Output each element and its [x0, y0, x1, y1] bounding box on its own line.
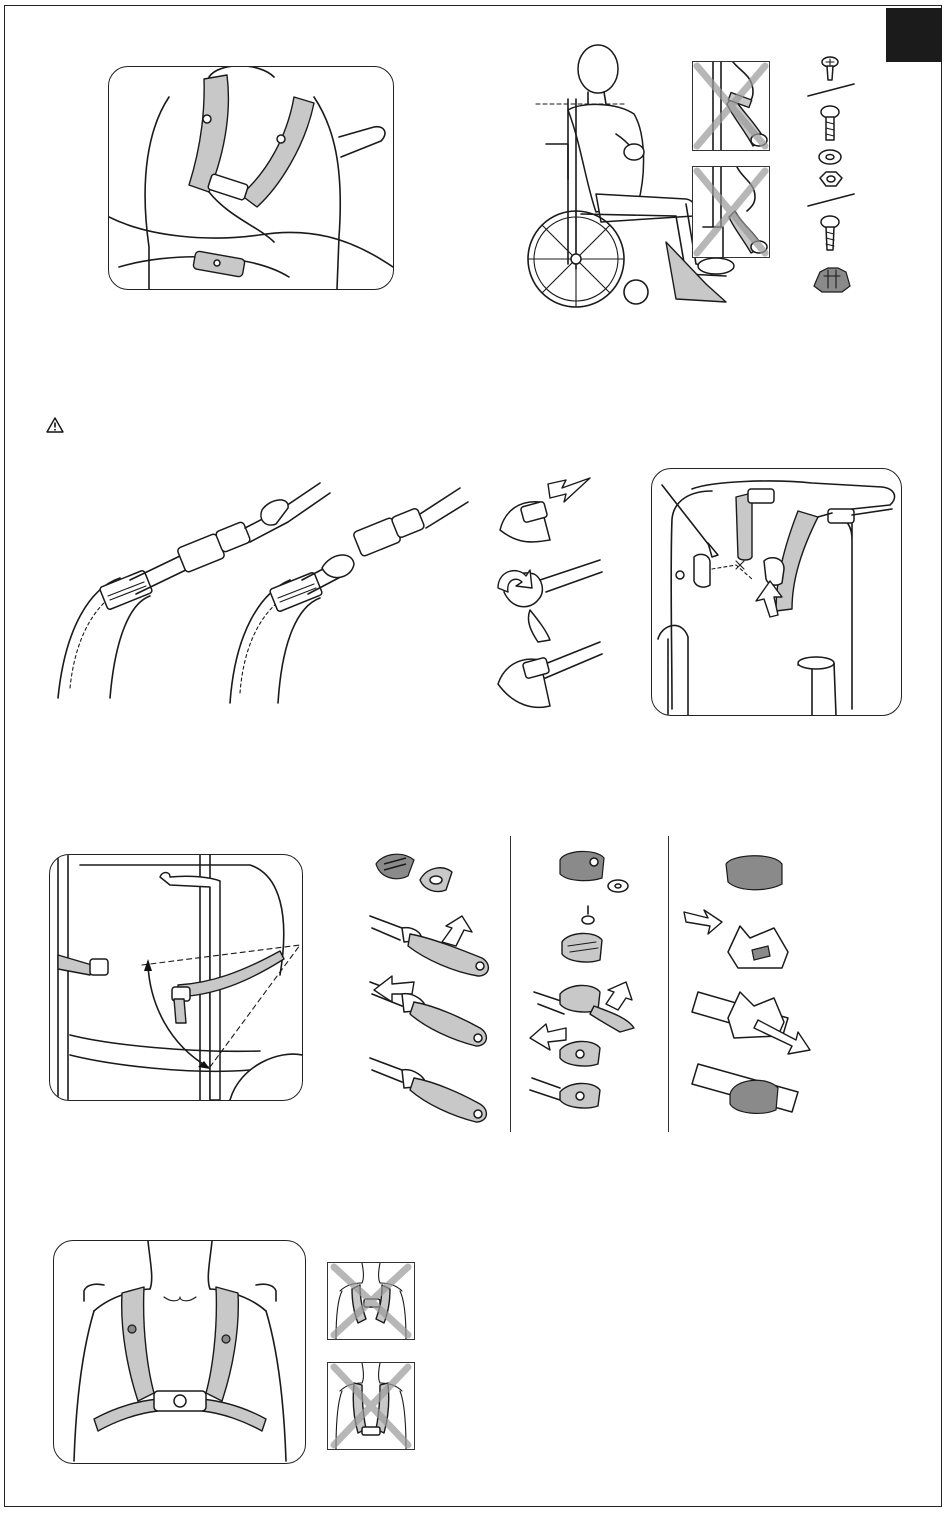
section-tab-marker [886, 8, 942, 62]
figure-buckle-option-c [678, 842, 818, 1134]
cam-lock-icon [726, 856, 782, 890]
strap-threading-a2 [370, 976, 486, 1046]
strap-threading-a1 [370, 916, 488, 976]
screw-and-washer-icon [562, 906, 602, 962]
figure-harness-fitted [53, 1240, 306, 1464]
insert-step-c2 [692, 992, 810, 1054]
small-screw-icon [822, 57, 838, 80]
column-divider-2 [668, 836, 669, 1132]
cam-buckle-icon [560, 851, 628, 892]
figure-strap-assembly [40, 468, 480, 708]
bolt-icon [821, 106, 839, 140]
strap-threading-b3 [530, 1078, 600, 1108]
strap-threading-a3 [370, 1058, 486, 1122]
wrong-posture-thumbnail-bottom [692, 166, 770, 258]
nut-icon [820, 172, 842, 186]
threading-step-3 [498, 642, 602, 707]
strap-threading-b2 [530, 1024, 600, 1066]
slider-buckle-icon [376, 854, 452, 891]
figure-frame-fixing [651, 468, 902, 716]
insert-step-c1 [684, 910, 788, 968]
column-divider-1 [510, 836, 511, 1132]
wrong-posture-thumbnail-top [692, 61, 770, 151]
wrong-fit-thumbnail-bottom [327, 1362, 415, 1450]
warning-icon [46, 417, 64, 433]
wrong-fit-thumbnail-top [327, 1262, 415, 1340]
figure-buckle-option-a [362, 842, 502, 1134]
insert-step-c3 [692, 1064, 798, 1113]
figure-mounting-angle [49, 854, 303, 1101]
hardware-parts-column [800, 54, 870, 300]
threading-step-1 [500, 478, 590, 542]
screw-icon [821, 216, 839, 250]
figure-vest-on-wheelchair [108, 66, 394, 290]
t-nut-icon [814, 268, 850, 292]
figure-strap-threading-steps [490, 470, 610, 716]
washer-icon [819, 150, 841, 164]
strap-threading-b1 [534, 982, 634, 1032]
threading-step-2 [498, 560, 602, 642]
figure-buckle-option-b [520, 842, 650, 1134]
